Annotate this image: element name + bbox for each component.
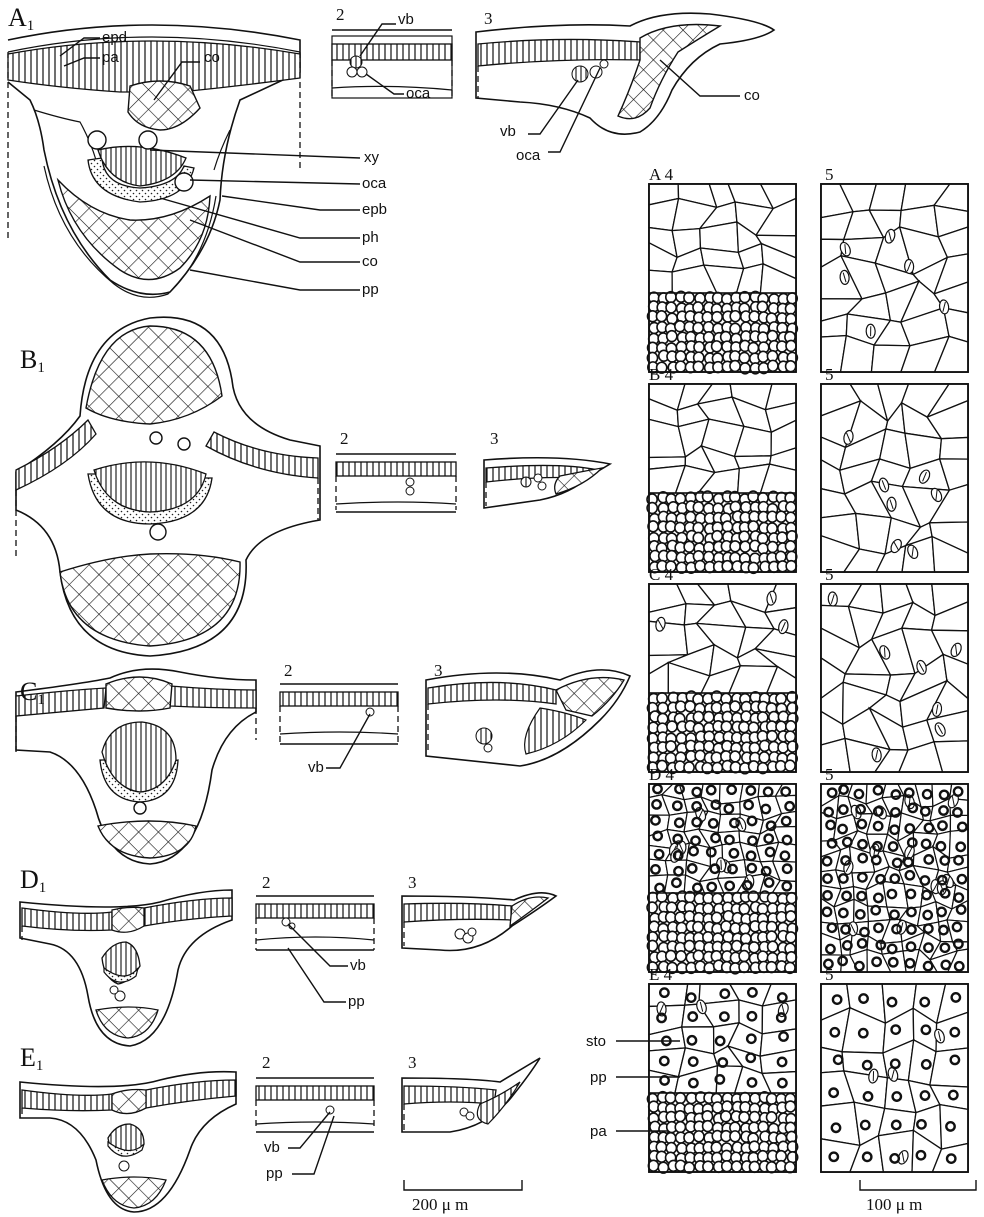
section-d3 <box>402 893 556 951</box>
row-label-c: C <box>20 677 37 706</box>
section-c2 <box>280 684 398 744</box>
label-epb: epb <box>362 201 387 218</box>
section-b3 <box>484 458 610 508</box>
label-pp-e2: pp <box>266 1165 283 1182</box>
panel-e5 <box>821 984 968 1172</box>
row-c-num3: 3 <box>434 661 443 680</box>
section-c3 <box>426 670 630 766</box>
label-vb-d2: vb <box>350 957 366 974</box>
row-e-num3: 3 <box>408 1053 417 1072</box>
panel-e4-label: E 4 <box>649 965 673 984</box>
section-e1 <box>20 1072 236 1212</box>
label-pa-e4: pa <box>590 1123 607 1140</box>
scale-bar-100: 100 μ m <box>860 1180 976 1214</box>
panel-a5 <box>821 184 968 372</box>
row-d-num2: 2 <box>262 873 271 892</box>
panel-c4 <box>647 584 797 774</box>
label-vb-e2: vb <box>264 1139 280 1156</box>
row-a-num2: 2 <box>336 5 345 24</box>
panel-b5 <box>821 384 968 572</box>
label-co-a1: co <box>204 49 220 66</box>
panel-d5 <box>821 784 968 972</box>
panel-c5-label: 5 <box>825 565 834 584</box>
label-ph: ph <box>362 229 379 246</box>
label-vb-c2: vb <box>308 759 324 776</box>
row-b-num3: 3 <box>490 429 499 448</box>
panel-d4-label: D 4 <box>649 765 675 784</box>
panel-b5-label: 5 <box>825 365 834 384</box>
panel-d4 <box>647 784 797 974</box>
scale-label-200: 200 μ m <box>412 1195 468 1214</box>
label-sto: sto <box>586 1033 606 1050</box>
section-b2 <box>336 454 456 512</box>
label-oca-a3: oca <box>516 147 541 164</box>
row-b-num2: 2 <box>340 429 349 448</box>
svg-text:A1: A1 <box>8 3 34 34</box>
row-a-num3: 3 <box>484 9 493 28</box>
row-c-num2: 2 <box>284 661 293 680</box>
scale-bar-200: 200 μ m <box>404 1180 522 1214</box>
panel-a4-label: A 4 <box>649 165 674 184</box>
panel-c5 <box>821 584 968 772</box>
label-epd: epd <box>102 29 127 46</box>
label-co-a1b: co <box>362 253 378 270</box>
section-a1 <box>8 25 300 297</box>
section-c1 <box>16 669 256 864</box>
label-oca-a2: oca <box>406 85 431 102</box>
label-pa: pa <box>102 49 119 66</box>
section-b1 <box>16 317 320 656</box>
label-vb-a2: vb <box>398 11 414 28</box>
row-label-e: E <box>20 1043 36 1072</box>
label-oca-a1: oca <box>362 175 387 192</box>
label-co-a3: co <box>744 87 760 104</box>
panel-d5-label: 5 <box>825 765 834 784</box>
panel-b4-label: B 4 <box>649 365 674 384</box>
section-a3 <box>476 13 774 134</box>
section-d1 <box>20 890 232 1046</box>
panel-a5-label: 5 <box>825 165 834 184</box>
panel-a4 <box>647 184 797 374</box>
section-d2 <box>256 896 374 950</box>
panel-b4 <box>647 384 797 573</box>
panel-e4 <box>647 984 797 1173</box>
panel-c4-label: C 4 <box>649 565 674 584</box>
label-pp-e4: pp <box>590 1069 607 1086</box>
svg-text:E1: E1 <box>20 1043 43 1074</box>
svg-text:C1: C1 <box>20 677 45 708</box>
label-xy: xy <box>364 149 380 166</box>
row-label-d: D <box>20 865 39 894</box>
svg-text:B1: B1 <box>20 345 45 376</box>
epidermis-panels: A 4 5 B 4 5 C 4 5 D 4 5 E 4 5 <box>647 165 968 1173</box>
section-e2 <box>256 1078 374 1132</box>
row-label-b: B <box>20 345 37 374</box>
label-pp-d2: pp <box>348 993 365 1010</box>
row-e-num2: 2 <box>262 1053 271 1072</box>
label-vb-a3: vb <box>500 123 516 140</box>
scale-label-100: 100 μ m <box>866 1195 922 1214</box>
row-label-a: A <box>8 3 27 32</box>
section-e3 <box>402 1058 540 1132</box>
section-a2 <box>332 30 452 98</box>
label-pp-a1: pp <box>362 281 379 298</box>
svg-text:D1: D1 <box>20 865 46 896</box>
row-d-num3: 3 <box>408 873 417 892</box>
panel-e5-label: 5 <box>825 965 834 984</box>
